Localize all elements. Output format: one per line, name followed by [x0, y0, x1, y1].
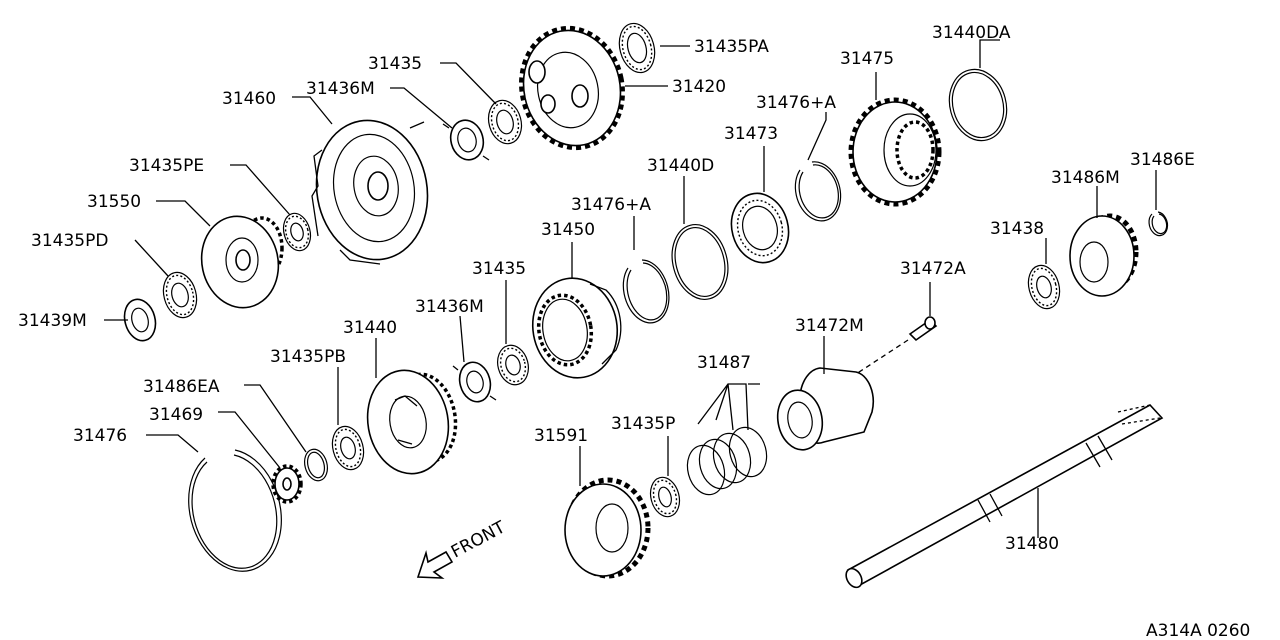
part-31435P-washer — [649, 476, 681, 518]
label-31435PD: 31435PD — [31, 231, 108, 251]
label-31438: 31438 — [990, 219, 1044, 239]
part-31438-washer — [1027, 264, 1061, 310]
part-31440-planetary-carrier — [366, 369, 458, 475]
part-31435PD-washer — [162, 271, 198, 319]
label-31435PE: 31435PE — [129, 156, 204, 176]
leader-lines — [104, 39, 1157, 538]
part-31550-gear-hub — [200, 215, 284, 309]
part-31460-drum — [311, 119, 429, 265]
part-31591-gear — [564, 477, 651, 579]
label-31450: 31450 — [541, 220, 595, 240]
label-31436M-mid: 31436M — [415, 297, 484, 317]
label-31439M: 31439M — [18, 311, 87, 331]
label-31435-mid: 31435 — [472, 259, 526, 279]
part-31435PE-washer — [282, 212, 312, 252]
part-31480-shaft — [845, 403, 1164, 589]
label-31476A-middle: 31476+A — [571, 195, 651, 215]
part-31440D-ring — [671, 224, 729, 300]
part-31486EA-ring — [303, 448, 329, 482]
label-31475: 31475 — [840, 49, 894, 69]
label-31435P: 31435P — [611, 414, 675, 434]
part-31436M-thrust-washer-top — [442, 119, 490, 161]
part-31473-bearing — [730, 192, 790, 264]
part-31472A-bolt — [908, 316, 938, 342]
label-31472M: 31472M — [795, 316, 864, 336]
front-label: FRONT — [448, 517, 509, 562]
part-31450-ring-gear — [531, 277, 622, 379]
label-31460: 31460 — [222, 89, 276, 109]
part-31435PB-washer — [331, 425, 365, 471]
label-31486M: 31486M — [1051, 168, 1120, 188]
part-31476-large-snap-ring — [188, 449, 282, 572]
figure-code: A314A 0260 — [1146, 621, 1250, 640]
label-31473: 31473 — [724, 124, 778, 144]
label-31440D: 31440D — [647, 156, 714, 176]
part-31436M-thrust-washer-mid — [452, 361, 497, 403]
label-31476A-upper: 31476+A — [756, 93, 836, 113]
label-31550: 31550 — [87, 192, 141, 212]
label-31480: 31480 — [1005, 534, 1059, 554]
part-31439M-washer — [123, 298, 157, 342]
label-31435PA: 31435PA — [694, 37, 769, 57]
label-31469: 31469 — [149, 405, 203, 425]
part-31475-gear — [848, 97, 942, 207]
part-31420-carrier-gear — [519, 25, 625, 151]
part-31440DA-ring — [948, 68, 1008, 142]
part-31487-seal-rings — [686, 426, 768, 496]
part-31476A-snap-ring-middle — [622, 259, 670, 324]
part-31469-small-gear — [271, 464, 303, 504]
label-31472A: 31472A — [900, 259, 966, 279]
part-31435PA-washer — [618, 22, 656, 74]
label-31440DA: 31440DA — [932, 23, 1011, 43]
label-31435PB: 31435PB — [270, 347, 346, 367]
label-31476: 31476 — [73, 426, 127, 446]
label-31436M-top: 31436M — [306, 79, 375, 99]
part-31486M-gear — [1069, 213, 1139, 297]
label-31440: 31440 — [343, 318, 397, 338]
label-31487: 31487 — [697, 353, 751, 373]
front-arrow-icon — [416, 550, 454, 579]
part-31472M-sleeve — [776, 367, 874, 451]
label-31435-top: 31435 — [368, 54, 422, 74]
bolt-dashed-leader — [849, 339, 909, 379]
label-31420: 31420 — [672, 77, 726, 97]
label-31486E: 31486E — [1130, 150, 1195, 170]
part-31476A-snap-ring-upper — [794, 161, 842, 222]
part-31486E-snap-ring — [1148, 211, 1169, 237]
part-31435-washer-mid — [497, 344, 529, 386]
label-31591: 31591 — [534, 426, 588, 446]
label-31486EA: 31486EA — [143, 377, 220, 397]
part-31435-washer-top — [487, 99, 523, 145]
